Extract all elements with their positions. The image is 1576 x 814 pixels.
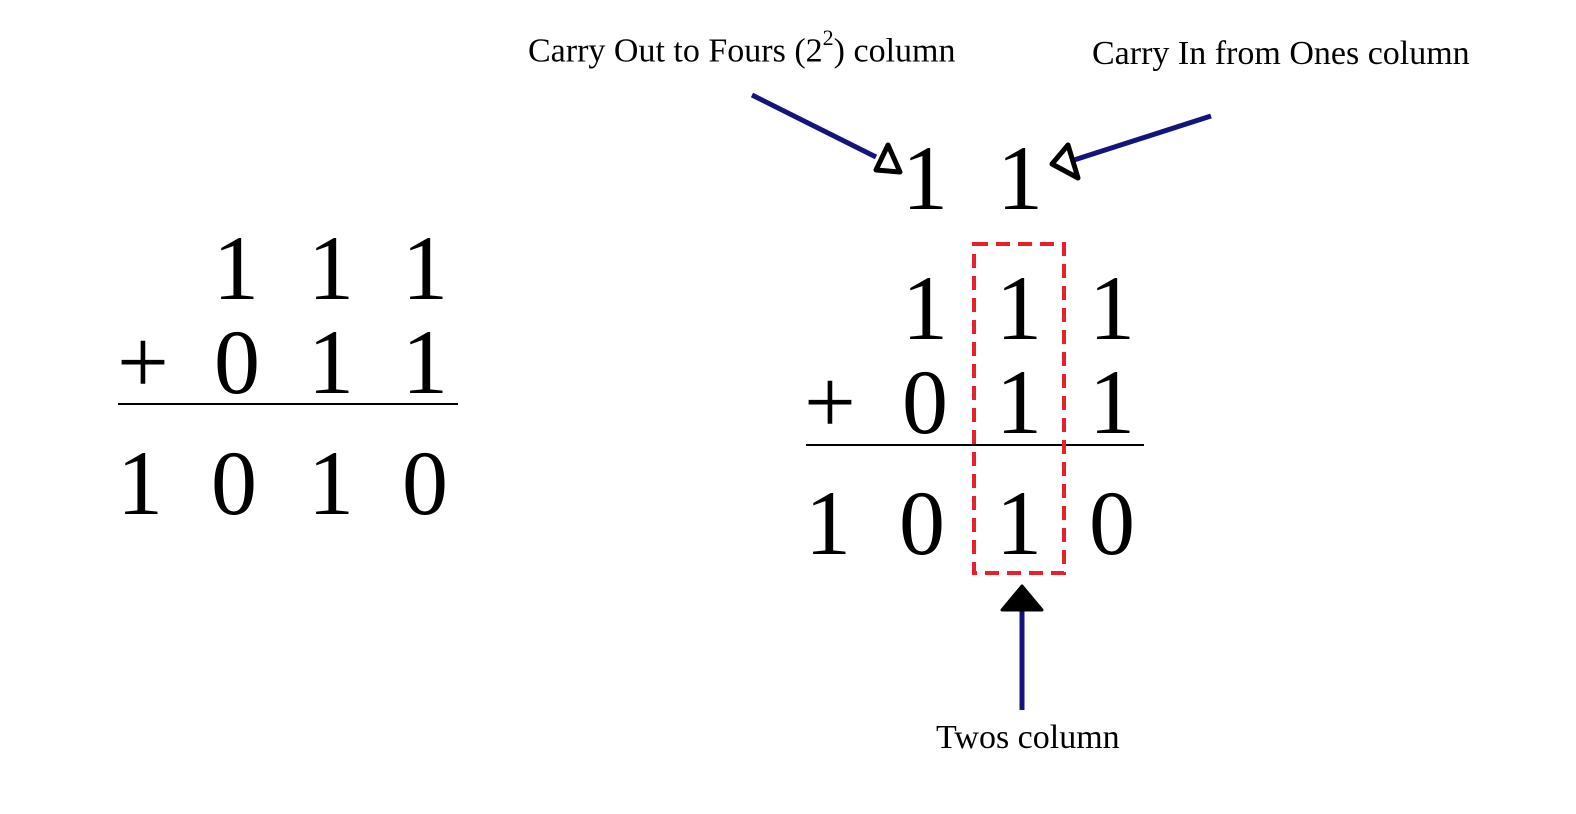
left-result-digit: 1 bbox=[308, 432, 354, 534]
right-plus-sign: + bbox=[804, 351, 856, 453]
carry-digit-twos: 1 bbox=[997, 127, 1043, 229]
twos-column-label: Twos column bbox=[936, 719, 1120, 756]
carry-out-label-prefix: Carry Out to Fours (2 bbox=[528, 32, 823, 70]
right-sum-line bbox=[806, 444, 1144, 446]
left-top-digit: 1 bbox=[308, 217, 354, 319]
right-second-digit: 1 bbox=[996, 351, 1042, 453]
carry-in-arrow-shaft bbox=[1073, 113, 1212, 163]
left-second-digit: 0 bbox=[214, 311, 260, 413]
carry-out-arrow-shaft bbox=[750, 92, 878, 160]
left-top-digit: 1 bbox=[402, 217, 448, 319]
right-second-digit: 0 bbox=[902, 351, 948, 453]
left-result-digit: 0 bbox=[402, 432, 448, 534]
right-result-digit: 0 bbox=[899, 472, 945, 574]
right-result-digit: 0 bbox=[1089, 472, 1135, 574]
right-top-digit: 1 bbox=[902, 257, 948, 359]
carry-out-label: Carry Out to Fours (22) column bbox=[528, 27, 956, 70]
right-top-digit: 1 bbox=[996, 257, 1042, 359]
right-top-digit: 1 bbox=[1089, 257, 1135, 359]
left-top-digit: 1 bbox=[213, 217, 259, 319]
left-result-digit: 1 bbox=[117, 432, 163, 534]
carry-out-label-suffix: ) column bbox=[833, 32, 956, 70]
carry-in-arrowhead-icon bbox=[1049, 142, 1081, 181]
carry-digit-fours: 1 bbox=[902, 127, 948, 229]
left-result-digit: 0 bbox=[211, 432, 257, 534]
left-plus-sign: + bbox=[117, 311, 169, 413]
right-result-digit: 1 bbox=[805, 472, 851, 574]
left-sum-line bbox=[118, 403, 458, 405]
right-second-digit: 1 bbox=[1089, 351, 1135, 453]
carry-in-label: Carry In from Ones column bbox=[1092, 35, 1470, 72]
twos-column-highlight-box bbox=[972, 242, 1066, 575]
carry-out-arrowhead-icon bbox=[873, 142, 903, 175]
twos-column-arrowhead-icon bbox=[1000, 584, 1044, 612]
left-second-digit: 1 bbox=[308, 311, 354, 413]
right-result-digit: 1 bbox=[996, 472, 1042, 574]
left-second-digit: 1 bbox=[402, 311, 448, 413]
carry-out-label-exponent: 2 bbox=[822, 25, 834, 50]
